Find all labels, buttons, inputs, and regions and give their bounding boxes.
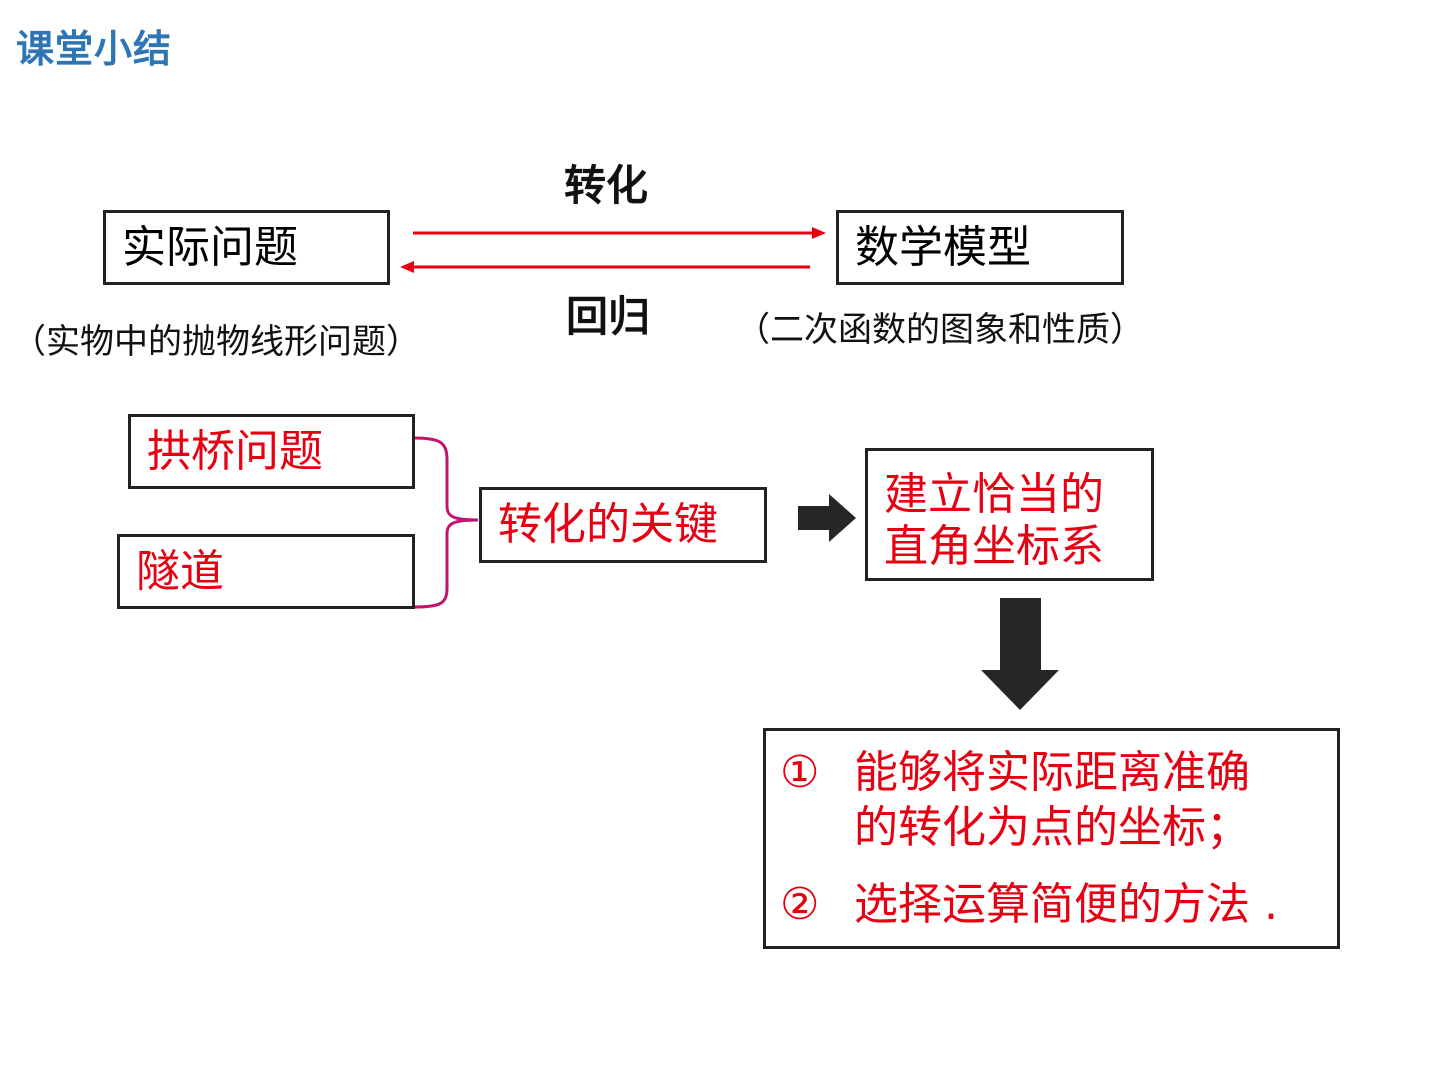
math-model-label: 数学模型 [855,221,1031,273]
return-label: 回归 [566,292,651,341]
block-arrow-right [798,494,856,542]
coordinate-system-text: 建立恰当的 直角坐标系 [884,469,1104,573]
tunnel-box: 隧道 [117,534,415,609]
result-line-1a: 能够将实际距离准确 [854,747,1250,798]
math-model-note: （二次函数的图象和性质） [736,310,1144,350]
page-title: 课堂小结 [16,27,173,71]
result-line-2: 选择运算简便的方法 . [854,879,1278,930]
real-problem-label: 实际问题 [122,221,298,273]
result-text: ① 能够将实际距离准确 的转化为点的坐标； ② 选择运算简便的方法 . [780,747,1278,947]
block-arrow-down [981,598,1059,710]
math-model-box: 数学模型 [836,210,1124,285]
result-box: ① 能够将实际距离准确 的转化为点的坐标； ② 选择运算简便的方法 . [763,728,1340,949]
arch-bridge-box: 拱桥问题 [128,414,415,489]
brace [413,436,479,609]
result-number-2: ② [780,879,820,930]
real-problem-note: （实物中的抛物线形问题） [12,322,420,362]
result-line-1b: 的转化为点的坐标； [854,802,1250,853]
key-label: 转化的关键 [498,499,718,550]
convert-label: 转化 [564,161,649,210]
return-arrow [400,261,810,273]
real-problem-box: 实际问题 [103,210,390,285]
tunnel-label: 隧道 [136,545,224,597]
key-box: 转化的关键 [479,487,767,563]
coordinate-system-box: 建立恰当的 直角坐标系 [865,448,1154,581]
result-number-1: ① [780,747,820,798]
coordinate-line-1: 建立恰当的 [884,469,1104,520]
arch-bridge-label: 拱桥问题 [147,425,323,477]
coordinate-line-2: 直角坐标系 [884,521,1104,572]
convert-arrow [413,227,826,239]
